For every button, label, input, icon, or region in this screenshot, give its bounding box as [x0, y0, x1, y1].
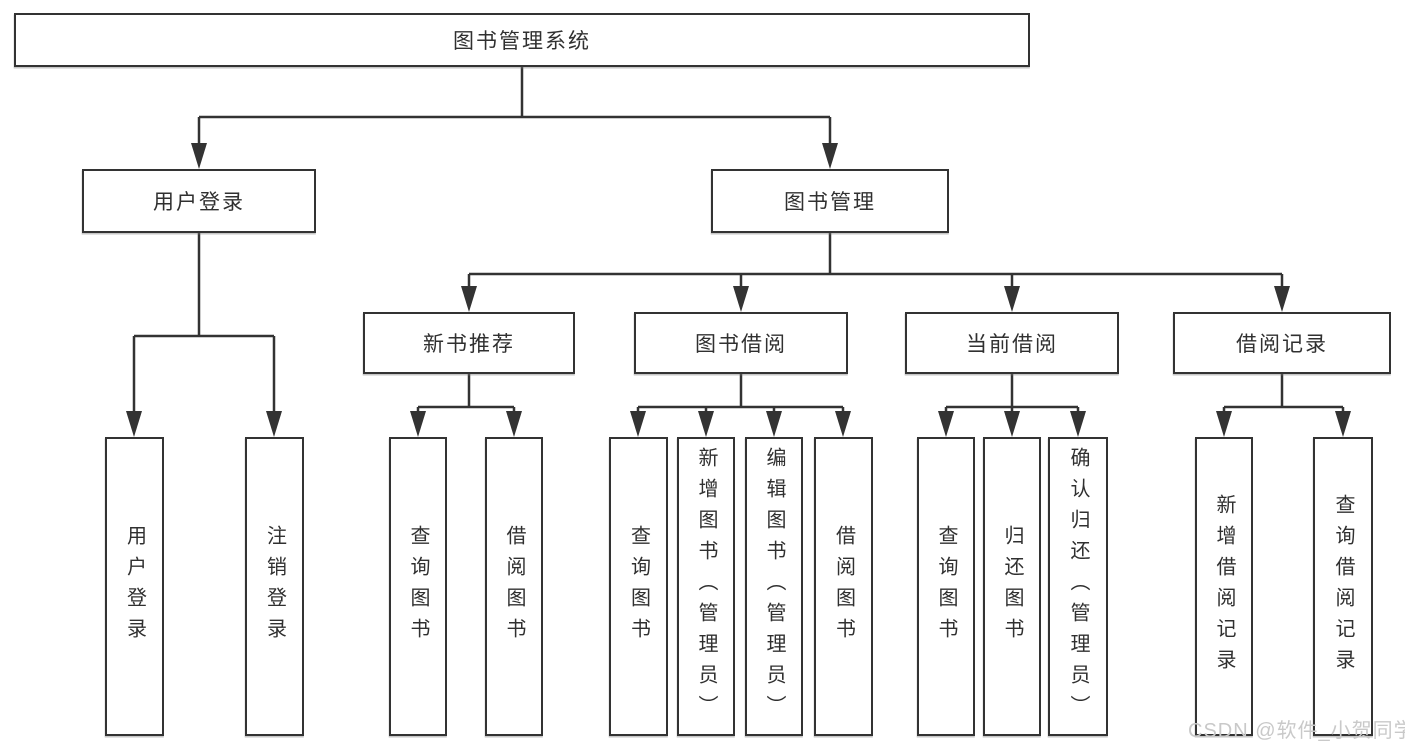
leaf-logout-label: 注销登录: [263, 524, 286, 649]
leaf-cb-return-books: 归还图书: [983, 437, 1041, 736]
node-borrow-records: 借阅记录: [1173, 312, 1391, 374]
node-root-label: 图书管理系统: [453, 30, 591, 53]
node-current-borrow: 当前借阅: [905, 312, 1119, 374]
leaf-cb-query-books: 查询图书: [917, 437, 975, 736]
node-borrow-records-label: 借阅记录: [1236, 333, 1328, 356]
leaf-bb-borrow-books: 借阅图书: [814, 437, 873, 736]
node-book-management: 图书管理: [711, 169, 949, 233]
leaf-user-login-label: 用户登录: [123, 524, 146, 649]
leaf-br-query-record-label: 查询借阅记录: [1332, 493, 1354, 680]
arrowheads: [126, 143, 1351, 437]
node-user-login: 用户登录: [82, 169, 316, 233]
leaf-nb-borrow-books: 借阅图书: [485, 437, 543, 736]
leaf-bb-query-books-label: 查询图书: [627, 524, 650, 649]
node-new-book-recommend-label: 新书推荐: [423, 333, 515, 356]
leaf-bb-edit-books-admin-label: 编辑图书（管理员）: [763, 447, 785, 726]
leaf-bb-edit-books-admin: 编辑图书（管理员）: [745, 437, 803, 736]
leaf-logout: 注销登录: [245, 437, 304, 736]
leaf-br-add-record-label: 新增借阅记录: [1213, 493, 1235, 680]
leaf-cb-query-books-label: 查询图书: [935, 524, 957, 649]
leaf-bb-query-books: 查询图书: [609, 437, 668, 736]
node-root: 图书管理系统: [14, 13, 1030, 67]
node-book-borrow: 图书借阅: [634, 312, 848, 374]
leaf-bb-add-books-admin: 新增图书（管理员）: [677, 437, 735, 736]
leaf-cb-confirm-return-admin: 确认归还（管理员）: [1048, 437, 1108, 736]
leaf-nb-query-books-label: 查询图书: [407, 524, 429, 649]
node-new-book-recommend: 新书推荐: [363, 312, 575, 374]
leaf-br-add-record: 新增借阅记录: [1195, 437, 1253, 736]
leaf-nb-borrow-books-label: 借阅图书: [503, 524, 525, 649]
leaf-nb-query-books: 查询图书: [389, 437, 447, 736]
node-user-login-label: 用户登录: [153, 191, 245, 214]
leaf-cb-confirm-return-admin-label: 确认归还（管理员）: [1067, 447, 1089, 726]
leaf-user-login: 用户登录: [105, 437, 164, 736]
leaf-bb-add-books-admin-label: 新增图书（管理员）: [695, 447, 717, 726]
leaf-bb-borrow-books-label: 借阅图书: [832, 524, 855, 649]
node-book-borrow-label: 图书借阅: [695, 333, 787, 356]
leaf-cb-return-books-label: 归还图书: [1001, 524, 1023, 649]
node-book-management-label: 图书管理: [784, 191, 876, 214]
node-current-borrow-label: 当前借阅: [966, 333, 1058, 356]
watermark: CSDN @软件_小贺同学: [1188, 720, 1405, 742]
leaf-br-query-record: 查询借阅记录: [1313, 437, 1373, 736]
